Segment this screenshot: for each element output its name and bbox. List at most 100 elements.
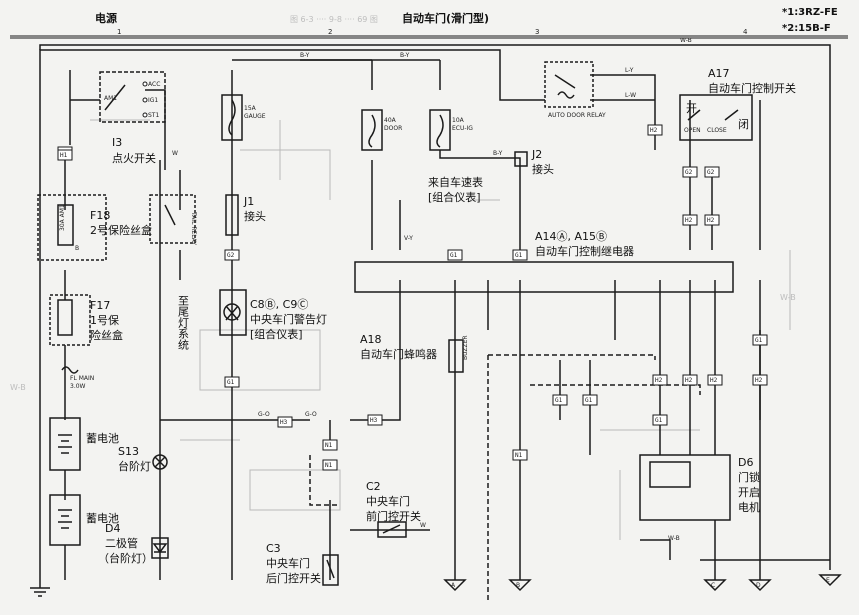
joint-j2-name: 接头 bbox=[532, 163, 554, 176]
svg-text:ECU-IG: ECU-IG bbox=[452, 125, 473, 132]
connector-label: H2 bbox=[685, 377, 693, 384]
header-left-title: 电源 bbox=[95, 11, 117, 25]
connector-tag: H2 bbox=[707, 374, 723, 386]
svg-text:W: W bbox=[420, 522, 426, 529]
connector-tag: H2 bbox=[652, 374, 668, 386]
svg-text:15A: 15A bbox=[244, 105, 257, 112]
connector-label: G2 bbox=[227, 252, 235, 259]
buzzer: BUZZER A18 自动车门蜂鸣器 bbox=[360, 333, 469, 373]
grounds: A B C D E bbox=[30, 574, 842, 597]
joint-j1-name: 接头 bbox=[244, 210, 266, 223]
svg-text:B-Y: B-Y bbox=[300, 52, 310, 59]
front-switch-name-2: 前门控开关 bbox=[366, 509, 421, 523]
connector-label: H3 bbox=[370, 417, 378, 424]
ground-c: C bbox=[711, 582, 715, 589]
tail-relay-label: TAIL RELAY bbox=[190, 211, 197, 245]
svg-text:G-O: G-O bbox=[305, 411, 317, 418]
front-switch-code: C2 bbox=[366, 480, 381, 493]
svg-text:OPEN: OPEN bbox=[684, 127, 701, 134]
connector-label: H2 bbox=[707, 217, 715, 224]
connector-tag: H3 bbox=[277, 416, 293, 428]
connector-tag: G1 bbox=[652, 414, 668, 426]
fuse-block-1-name-2: 险丝盒 bbox=[90, 328, 123, 342]
fuse-block-1-code: F17 bbox=[90, 299, 110, 312]
connector-tag: G2 bbox=[224, 249, 240, 261]
connector-tag: H2 bbox=[682, 214, 698, 226]
diode-name: 二极管 bbox=[105, 536, 138, 550]
connector-tag: G1 bbox=[512, 249, 528, 261]
svg-text:10A: 10A bbox=[452, 117, 465, 124]
shielded-lines bbox=[309, 354, 701, 600]
svg-text:BUZZER: BUZZER bbox=[462, 335, 469, 360]
connector-tag: N1 bbox=[322, 459, 338, 471]
control-switch-close-cn: 闭 bbox=[738, 118, 749, 131]
control-switch-open-cn: 开 bbox=[686, 102, 697, 115]
front-door-switch: C2 中央车门 前门控开关 bbox=[366, 480, 421, 538]
door-relay-ecu-code: A14Ⓐ, A15Ⓑ bbox=[535, 230, 607, 243]
svg-text:W: W bbox=[172, 150, 178, 157]
lock-motor-code: D6 bbox=[738, 456, 753, 469]
door-fuse: 40A DOOR bbox=[361, 109, 402, 151]
svg-text:DOOR: DOOR bbox=[384, 125, 402, 132]
warning-lamp-name: 中央车门警告灯 bbox=[250, 312, 327, 326]
lock-motor-name-2: 开启 bbox=[738, 486, 760, 499]
connectors: H1H1G2G1G1G1G1H3H3N1N1N1H2G2G2H2H2H2H2G1… bbox=[57, 124, 768, 471]
fuse-block-2-name: 2号保险丝盒 bbox=[90, 223, 152, 237]
lock-motor-name-3: 电机 bbox=[738, 500, 760, 514]
fuse-block-1-name-1: 1号保 bbox=[90, 313, 119, 327]
speedometer-note: [组合仪表] bbox=[428, 190, 481, 204]
joint-j1: J1 接头 bbox=[225, 194, 266, 236]
fuse-block-1: F17 1号保 险丝盒 FL MAIN 3.0W bbox=[49, 294, 123, 390]
diode: D4 二极管 （台阶灯） bbox=[98, 522, 169, 565]
speedometer-input: 来自车速表 [组合仪表] bbox=[428, 175, 483, 204]
connector-tag: G1 bbox=[752, 334, 768, 346]
diode-note: （台阶灯） bbox=[98, 551, 153, 565]
fuse-block-2-code: F18 bbox=[90, 209, 110, 222]
svg-text:B-Y: B-Y bbox=[493, 150, 503, 157]
control-switch-code: A17 bbox=[708, 67, 730, 80]
svg-text:AM1: AM1 bbox=[104, 95, 117, 102]
connector-tag: H2 bbox=[752, 374, 768, 386]
auto-door-relay-label: AUTO DOOR RELAY bbox=[548, 112, 606, 119]
connector-label: H2 bbox=[650, 127, 658, 134]
fl-main-size: 3.0W bbox=[70, 383, 86, 390]
connector-tag: H3 bbox=[367, 414, 383, 426]
ground-d: D bbox=[756, 582, 761, 589]
ignition-switch-name: 点火开关 bbox=[112, 151, 156, 165]
connector-label: H2 bbox=[710, 377, 718, 384]
diode-code: D4 bbox=[105, 522, 120, 535]
warning-lamp-code: C8Ⓑ, C9Ⓒ bbox=[250, 298, 308, 311]
column-number-2: 2 bbox=[328, 28, 332, 36]
auto-door-relay: AUTO DOOR RELAY bbox=[544, 61, 606, 119]
model-note-1: *1:3RZ-FE bbox=[782, 7, 838, 18]
svg-text:L-Y: L-Y bbox=[625, 67, 634, 74]
rear-door-switch: C3 中央车门 后门控开关 bbox=[266, 542, 339, 586]
connector-label: N1 bbox=[325, 462, 333, 469]
svg-text:ACC: ACC bbox=[148, 81, 160, 88]
connector-label: G1 bbox=[450, 252, 458, 259]
connector-tag: N1 bbox=[322, 439, 338, 451]
connector-label: G2 bbox=[685, 169, 693, 176]
column-number-1: 1 bbox=[117, 28, 121, 36]
connector-tag: H1 bbox=[57, 149, 73, 161]
svg-text:B: B bbox=[75, 245, 79, 252]
step-lamp: S13 台阶灯 bbox=[118, 445, 168, 473]
lock-motor: D6 门锁 开启 电机 bbox=[639, 454, 760, 521]
step-lamp-name: 台阶灯 bbox=[118, 459, 151, 473]
connector-label: G1 bbox=[755, 337, 763, 344]
svg-text:图 6-3 ···· 9-8 ···· 69 图: 图 6-3 ···· 9-8 ···· 69 图 bbox=[290, 15, 378, 24]
front-switch-name-1: 中央车门 bbox=[366, 494, 410, 508]
control-switch-name: 自动车门控制开关 bbox=[708, 81, 796, 95]
tail-relay: TAIL RELAY 至尾灯系统 bbox=[149, 194, 197, 350]
buzzer-name: 自动车门蜂鸣器 bbox=[360, 347, 437, 361]
control-switch: A17 自动车门控制开关 开 闭 OPEN CLOSE bbox=[679, 67, 796, 141]
svg-text:G-O: G-O bbox=[258, 411, 270, 418]
lock-motor-name-1: 门锁 bbox=[738, 470, 760, 484]
door-relay-ecu-name: 自动车门控制继电器 bbox=[535, 244, 634, 258]
svg-text:W-B: W-B bbox=[668, 535, 680, 542]
warning-lamp-note: [组合仪表] bbox=[250, 327, 303, 341]
to-tail-system: 至尾灯系统 bbox=[177, 295, 190, 350]
svg-text:IG1: IG1 bbox=[148, 97, 158, 104]
